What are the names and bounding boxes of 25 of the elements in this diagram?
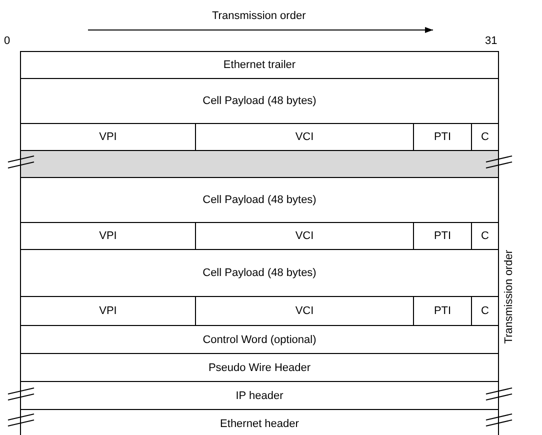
field-name: VPI [99, 230, 117, 242]
field-name: PTI [434, 230, 452, 242]
field-name: VPI [99, 305, 117, 317]
axis-title: Transmission order [212, 10, 306, 22]
field-name: C [481, 230, 489, 242]
field-name: Cell Payload (48 bytes) [202, 194, 316, 206]
field-name: VCI [295, 305, 314, 317]
omitted-section-band [20, 150, 499, 178]
field-name: Cell Payload (48 bytes) [202, 267, 316, 279]
field-name: PTI [434, 305, 452, 317]
field-name: C [481, 305, 489, 317]
field-name: Control Word (optional) [202, 334, 316, 346]
field-name: Cell Payload (48 bytes) [202, 95, 316, 107]
bit-number: 31 [485, 35, 498, 47]
axis-title: Transmission order [503, 250, 515, 344]
field-name: Ethernet trailer [223, 59, 296, 71]
field-name: C [481, 131, 489, 143]
field-name: VCI [295, 131, 314, 143]
field-name: VCI [295, 230, 314, 242]
field-name: Ethernet header [220, 418, 299, 430]
field-name: Pseudo Wire Header [208, 362, 311, 374]
bit-number: 0 [4, 35, 10, 47]
field-name: VPI [99, 131, 117, 143]
field-name: IP header [236, 390, 284, 402]
field-name: PTI [434, 131, 452, 143]
